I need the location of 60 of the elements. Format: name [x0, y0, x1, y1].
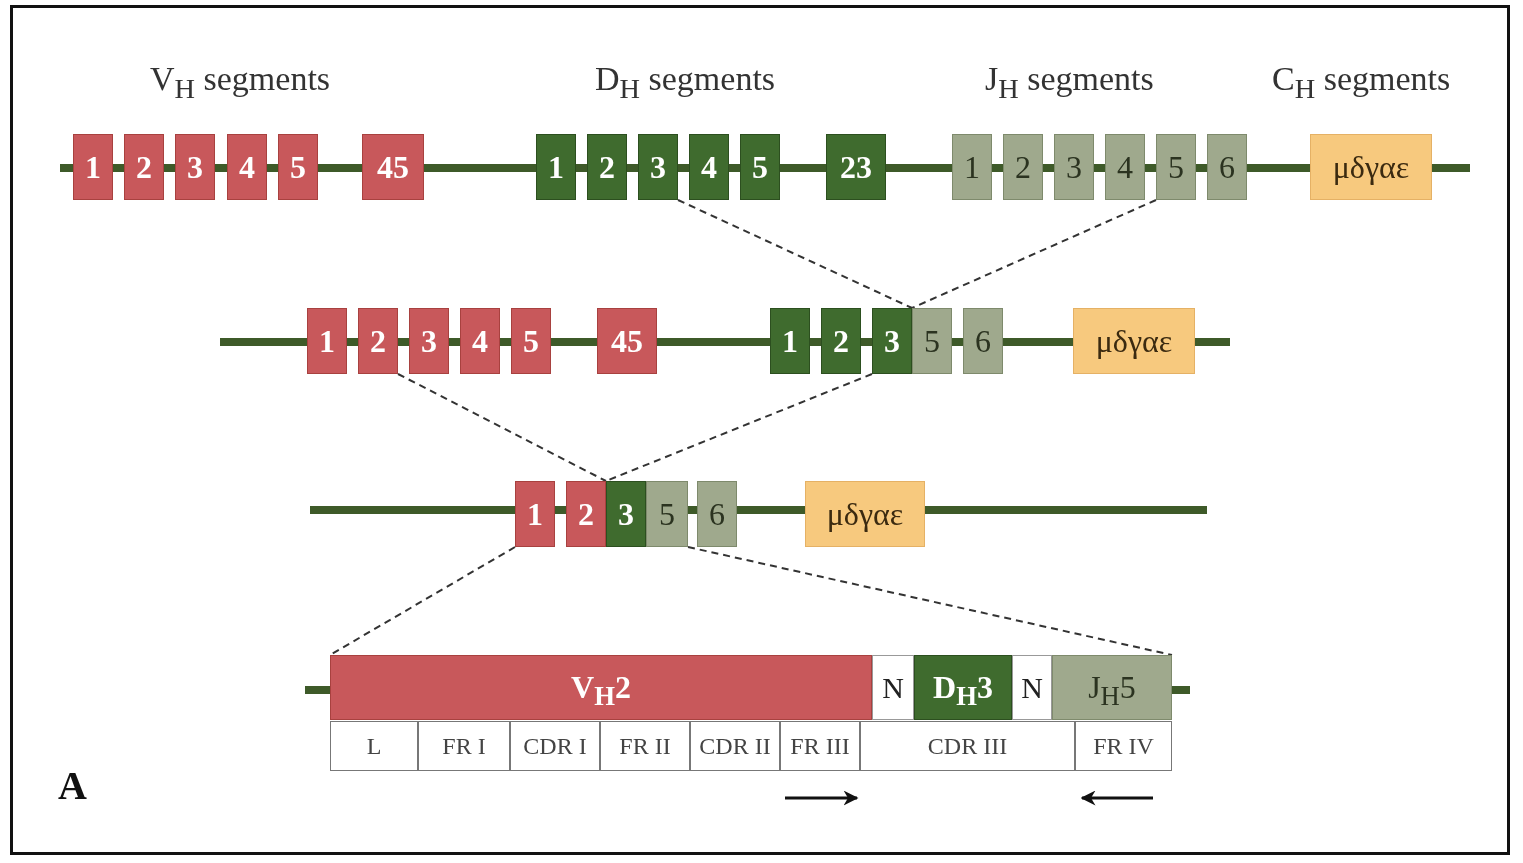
j-segment-box: 3: [1054, 134, 1094, 200]
d-segment-box: 5: [740, 134, 780, 200]
d-segment-box: 1: [536, 134, 576, 200]
region-cell: CDR I: [510, 721, 600, 771]
v-segment-bar: V$_{H}$2: [330, 655, 872, 720]
v-segment-box: 3: [409, 308, 449, 374]
v-segment-box: 4: [227, 134, 267, 200]
v-segment-box: 2: [566, 481, 606, 547]
segment-group-heading: D$_{H}$ segments: [595, 60, 776, 105]
v-segment-box: 2: [358, 308, 398, 374]
segment-group-heading: V$_{H}$ segments: [150, 60, 331, 105]
j-segment-box: 5: [1156, 134, 1196, 200]
v-segment-box: 1: [73, 134, 113, 200]
region-cell: FR III: [780, 721, 860, 771]
dashed-connector-line: [329, 546, 516, 656]
v-segment-box: 3: [175, 134, 215, 200]
d-segment-box: 2: [587, 134, 627, 200]
dashed-connector-line: [397, 373, 607, 482]
constant-region-box: μδγαε: [1310, 134, 1432, 200]
j-segment-box: 5: [912, 308, 952, 374]
region-cell: FR IV: [1075, 721, 1172, 771]
d-segment-box: 3: [606, 481, 646, 547]
region-cell: FR II: [600, 721, 690, 771]
constant-region-box: μδγαε: [1073, 308, 1195, 374]
segment-group-heading: J$_{H}$ segments: [985, 60, 1154, 105]
d-segment-box: 4: [689, 134, 729, 200]
region-cell: CDR III: [860, 721, 1075, 771]
dashed-connector-line: [677, 199, 913, 309]
constant-region-box: μδγαε: [805, 481, 925, 547]
v-segment-box: 1: [307, 308, 347, 374]
dashed-connector-line: [687, 546, 1173, 656]
v-segment-box: 45: [597, 308, 657, 374]
v-segment-box: 4: [460, 308, 500, 374]
j-segment-box: J$_{H}$5: [1052, 655, 1172, 720]
j-segment-box: 6: [697, 481, 737, 547]
n-region-box: N: [1012, 655, 1052, 720]
j-segment-box: 6: [1207, 134, 1247, 200]
panel-letter: A: [58, 762, 87, 809]
v-segment-box: 1: [515, 481, 555, 547]
j-segment-box: 5: [646, 481, 688, 547]
region-cell: L: [330, 721, 418, 771]
n-region-box: N: [872, 655, 914, 720]
segment-group-heading: C$_{H}$ segments: [1272, 60, 1451, 105]
v-segment-box: 45: [362, 134, 424, 200]
region-cell: FR I: [418, 721, 510, 771]
j-segment-box: 4: [1105, 134, 1145, 200]
d-segment-box: 23: [826, 134, 886, 200]
v-segment-box: 5: [511, 308, 551, 374]
dashed-connector-line: [911, 199, 1157, 309]
region-cell: CDR II: [690, 721, 780, 771]
d-segment-box: 3: [638, 134, 678, 200]
d-segment-box: 1: [770, 308, 810, 374]
j-segment-box: 2: [1003, 134, 1043, 200]
j-segment-box: 1: [952, 134, 992, 200]
d-segment-box: 3: [872, 308, 912, 374]
v-segment-box: 5: [278, 134, 318, 200]
j-segment-box: 6: [963, 308, 1003, 374]
v-segment-box: 2: [124, 134, 164, 200]
d-segment-box: D$_{H}$3: [914, 655, 1012, 720]
d-segment-box: 2: [821, 308, 861, 374]
